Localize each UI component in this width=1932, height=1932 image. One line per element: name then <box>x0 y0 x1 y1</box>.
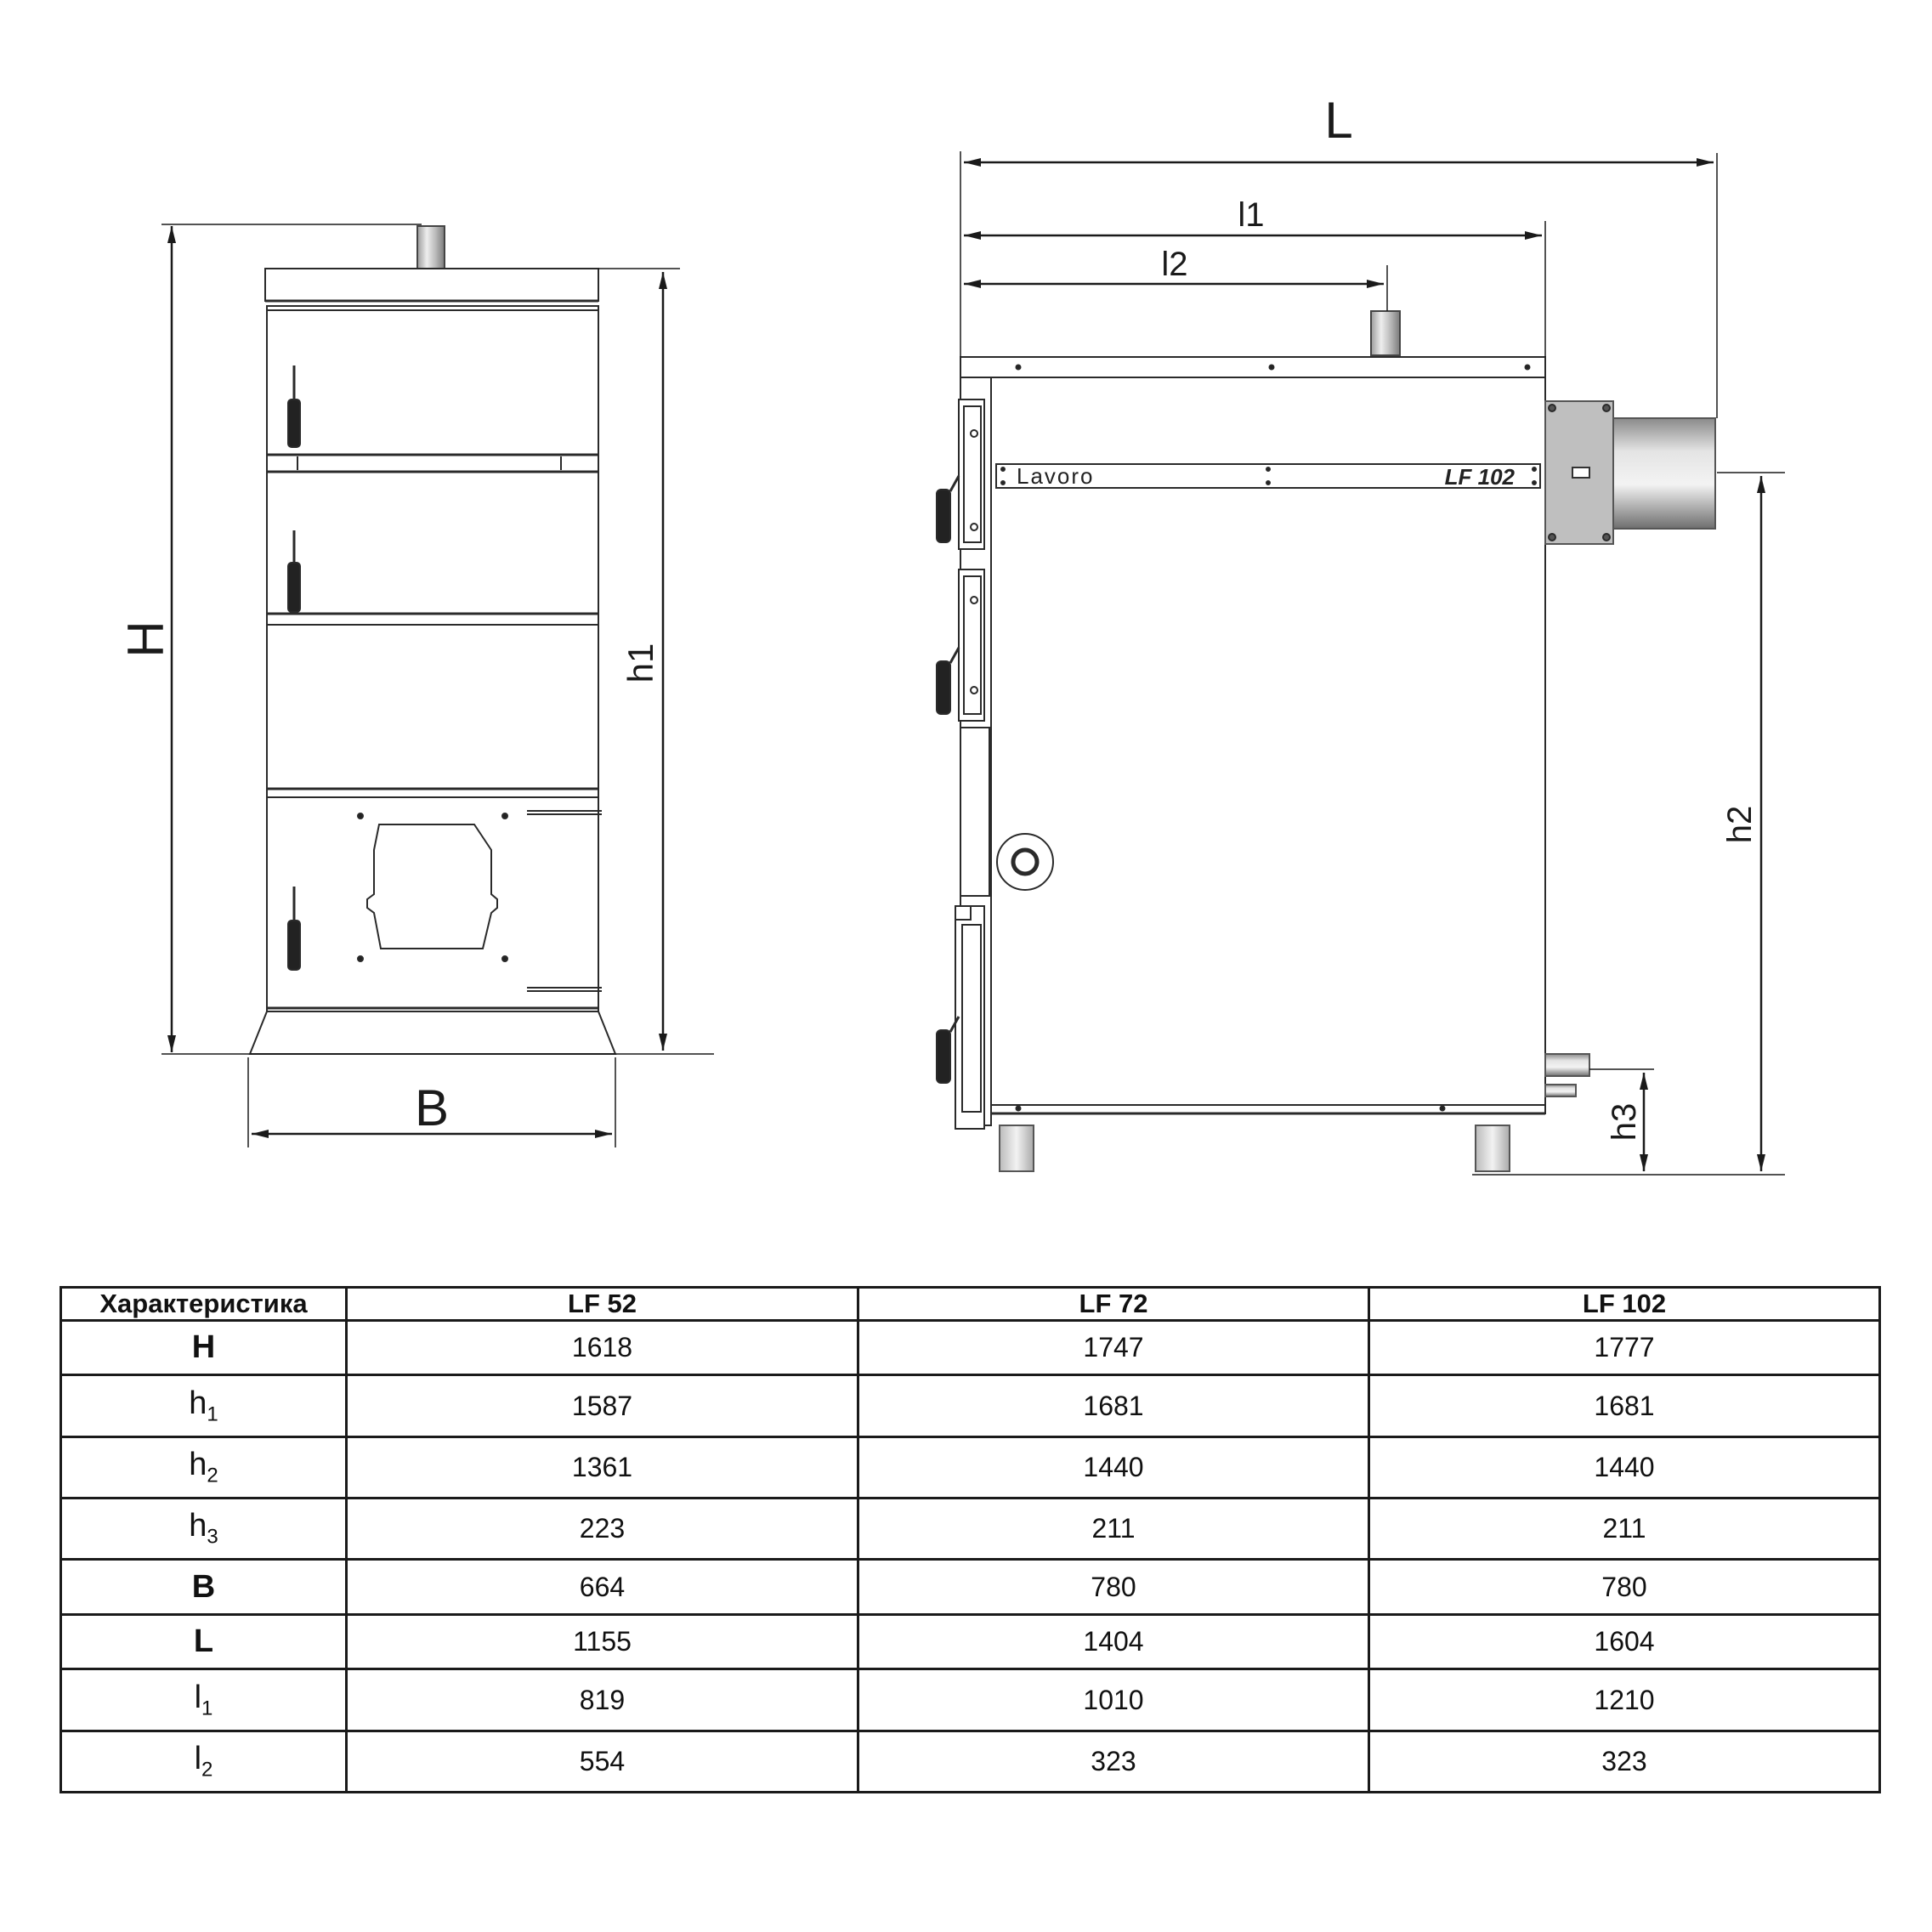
side-fan-housing <box>1612 417 1716 530</box>
side-water-pipe <box>1544 1053 1590 1077</box>
value-cell: 1010 <box>857 1668 1370 1732</box>
dimension-label-l2: l2 <box>1161 246 1187 283</box>
front-ash-opening <box>366 824 498 949</box>
side-cleaning-panel <box>960 727 990 897</box>
value-cell: 323 <box>857 1729 1370 1794</box>
dimension-label-H: H <box>117 620 174 657</box>
value-cell: 664 <box>345 1558 859 1616</box>
value-cell: 1681 <box>1368 1374 1881 1438</box>
parameter-cell: H <box>59 1318 348 1377</box>
dimension-label-h3: h3 <box>1606 1103 1643 1142</box>
dimension-label-l1: l1 <box>1238 196 1264 234</box>
parameter-cell: B <box>59 1558 348 1616</box>
front-view <box>248 225 617 1055</box>
value-cell: 1681 <box>857 1374 1370 1438</box>
dimension-label-L: L <box>1324 92 1352 149</box>
side-foot-rear <box>1475 1125 1510 1172</box>
dimension-label-h1: h1 <box>620 643 660 683</box>
side-door-middle <box>936 569 985 722</box>
table-header-row: Характеристика LF 52 LF 72 LF 102 <box>59 1286 1881 1322</box>
parameter-cell: L <box>59 1612 348 1671</box>
value-cell: 323 <box>1368 1729 1881 1794</box>
side-inspection-port <box>996 833 1054 891</box>
value-cell: 1440 <box>857 1435 1370 1500</box>
model-label: LF 102 <box>1445 464 1516 490</box>
header-lf72: LF 72 <box>857 1286 1370 1322</box>
value-cell: 780 <box>1368 1558 1881 1616</box>
value-cell: 1777 <box>1368 1318 1881 1377</box>
parameter-cell: l2 <box>59 1729 348 1794</box>
value-cell: 211 <box>1368 1497 1881 1561</box>
header-characteristic: Характеристика <box>59 1286 348 1322</box>
parameter-cell: h1 <box>59 1374 348 1438</box>
dimension-label-h2: h2 <box>1721 806 1759 844</box>
side-dimensions <box>960 151 1785 1176</box>
front-door-handle-lower <box>287 887 301 971</box>
side-foot-front <box>999 1125 1034 1172</box>
parameter-cell: l1 <box>59 1668 348 1732</box>
side-view <box>936 310 1716 1172</box>
front-door-handle-middle <box>287 530 301 613</box>
value-cell: 211 <box>857 1497 1370 1561</box>
parameter-cell: h3 <box>59 1497 348 1561</box>
value-cell: 1604 <box>1368 1612 1881 1671</box>
side-flue-pipe <box>1370 310 1401 356</box>
header-lf52: LF 52 <box>345 1286 859 1322</box>
brand-logo: Lavoro <box>1017 463 1095 489</box>
value-cell: 554 <box>345 1729 859 1794</box>
value-cell: 1361 <box>345 1435 859 1500</box>
value-cell: 1440 <box>1368 1435 1881 1500</box>
value-cell: 1404 <box>857 1612 1370 1671</box>
front-base-skirt <box>248 1011 617 1055</box>
value-cell: 1618 <box>345 1318 859 1377</box>
dimension-label-B: B <box>415 1079 449 1136</box>
side-door-upper <box>936 399 985 550</box>
boiler-dimension-drawing: H h1 B <box>117 92 1785 1176</box>
front-door-handle-upper <box>287 365 301 448</box>
front-dimensions <box>161 224 714 1147</box>
front-flue-pipe <box>416 225 445 269</box>
side-top-cover <box>960 356 1546 378</box>
value-cell: 819 <box>345 1668 859 1732</box>
value-cell: 1210 <box>1368 1668 1881 1732</box>
value-cell: 1747 <box>857 1318 1370 1377</box>
value-cell: 1155 <box>345 1612 859 1671</box>
header-lf102: LF 102 <box>1368 1286 1881 1322</box>
side-body <box>990 377 1546 1114</box>
side-door-lower <box>936 905 985 1130</box>
value-cell: 780 <box>857 1558 1370 1616</box>
front-top-cap <box>264 268 599 302</box>
parameter-cell: h2 <box>59 1435 348 1500</box>
value-cell: 1587 <box>345 1374 859 1438</box>
value-cell: 223 <box>345 1497 859 1561</box>
